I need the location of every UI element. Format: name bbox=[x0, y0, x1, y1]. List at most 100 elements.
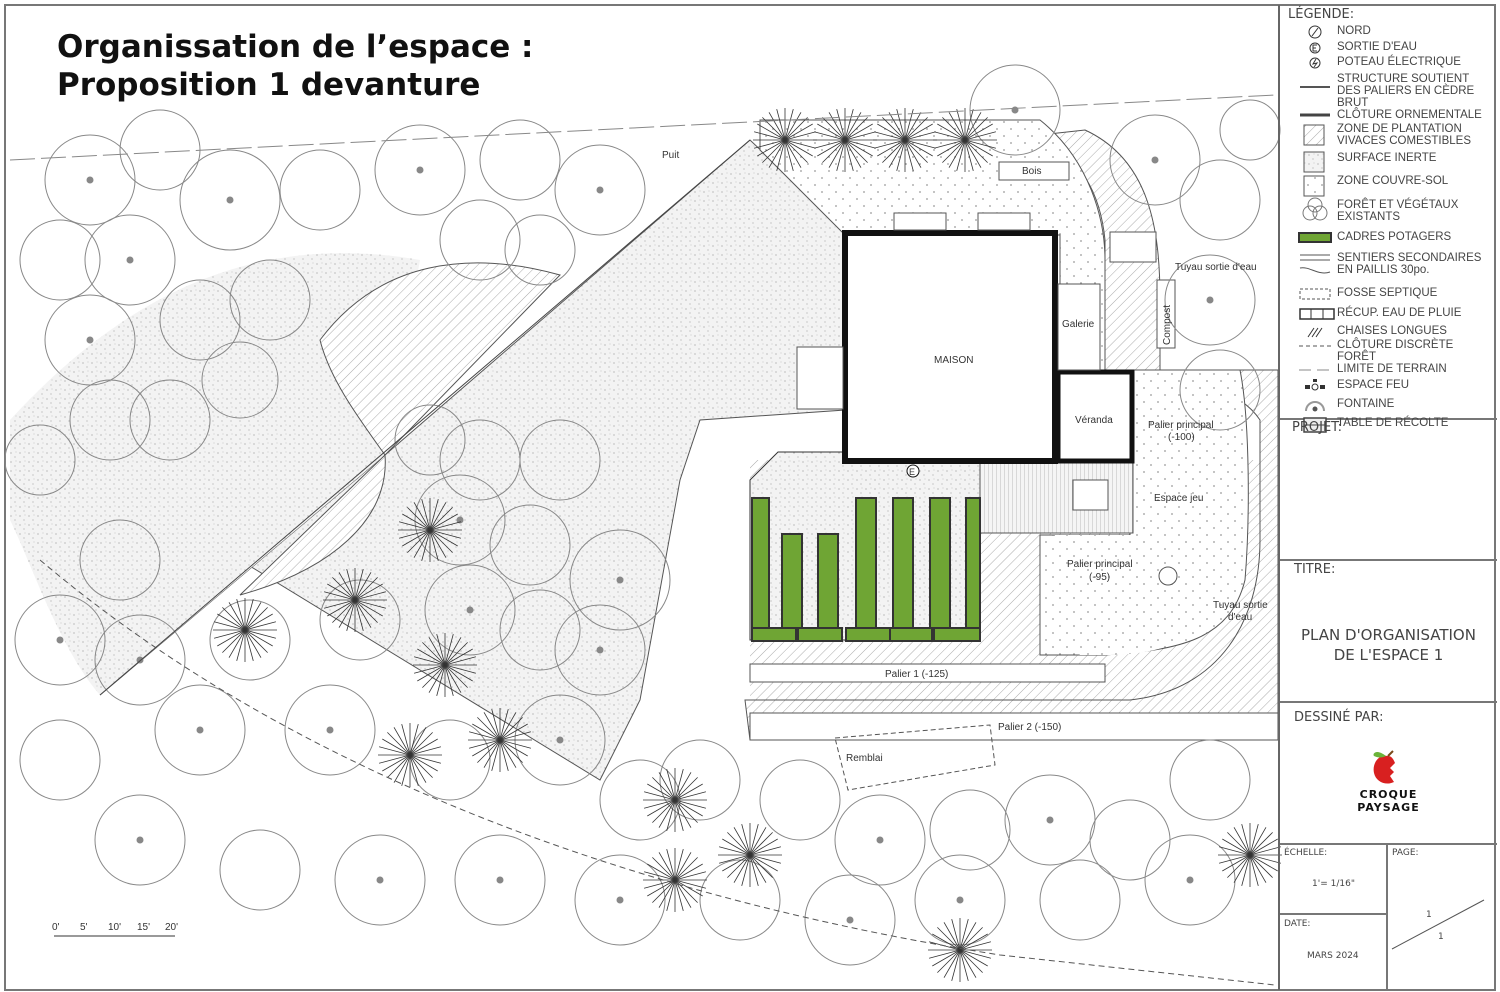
logo-text-1: CROQUE bbox=[1359, 788, 1418, 801]
page-section: PAGE: 1 1 bbox=[1388, 844, 1497, 990]
tree-trunk bbox=[416, 166, 424, 174]
tree-canopy bbox=[374, 124, 466, 216]
garden-bed bbox=[845, 627, 891, 642]
croque-paysage-logo bbox=[1373, 750, 1395, 784]
garden-beds bbox=[751, 497, 981, 642]
house-label: MAISON bbox=[934, 355, 973, 366]
tree-canopy bbox=[574, 854, 666, 946]
west-stairs bbox=[796, 346, 844, 410]
legend-item: FOSSE SEPTIQUE bbox=[1280, 287, 1497, 307]
water-pipe-label-2b: d'eau bbox=[1228, 612, 1252, 623]
legend-label: FOSSE SEPTIQUE bbox=[1337, 287, 1438, 299]
date-label: DATE: bbox=[1284, 919, 1311, 929]
green-bed-icon bbox=[1298, 232, 1332, 243]
legend-item: STRUCTURE SOUTIENT DES PALIERS EN CÈDRE … bbox=[1280, 73, 1497, 109]
rain-barrels-2 bbox=[977, 212, 1031, 231]
diagonal-driveway-edge bbox=[99, 139, 751, 696]
tree-trunk bbox=[56, 636, 64, 644]
tree-canopy bbox=[179, 149, 281, 251]
tree-trunk bbox=[1011, 106, 1019, 114]
planting-arc-left bbox=[319, 262, 561, 456]
veranda-walls bbox=[1055, 369, 1135, 464]
tree-trunk bbox=[1151, 156, 1159, 164]
tree-circles-icon bbox=[1302, 197, 1328, 221]
legend-label: TABLE DE RÉCOLTE bbox=[1337, 417, 1449, 429]
scale-label: ÉCHELLE: bbox=[1284, 848, 1328, 858]
tree-trunk bbox=[196, 726, 204, 734]
conifer-icon bbox=[928, 918, 992, 982]
legend-item: RÉCUP. EAU DE PLUIE bbox=[1280, 307, 1497, 325]
dashed-box-icon bbox=[1299, 288, 1331, 300]
deck bbox=[979, 462, 1134, 534]
tree-canopy bbox=[19, 219, 101, 301]
tree-canopy bbox=[969, 64, 1061, 156]
legend-item: SURFACE INERTE bbox=[1280, 151, 1497, 175]
conifer-icon bbox=[413, 633, 477, 697]
garden-bed bbox=[933, 627, 981, 642]
legend-label: CLÔTURE DISCRÈTE FORÊT bbox=[1337, 339, 1454, 363]
logo-text-2: PAYSAGE bbox=[1357, 801, 1420, 814]
conifer-icon bbox=[933, 108, 997, 172]
water-pipe-label-1: Tuyau sortie d'eau bbox=[1175, 262, 1257, 273]
tree-canopy bbox=[4, 424, 76, 496]
tree-canopy bbox=[1109, 114, 1201, 206]
conifer-icon bbox=[468, 708, 532, 772]
wood-label: Bois bbox=[1022, 166, 1041, 177]
thick-line-icon bbox=[1300, 113, 1330, 117]
garden-bed bbox=[781, 533, 803, 629]
tree-canopy bbox=[14, 594, 106, 686]
legend-label: RÉCUP. EAU DE PLUIE bbox=[1337, 307, 1462, 319]
well-label: Puit bbox=[662, 150, 679, 161]
landing-1-path bbox=[749, 663, 1106, 683]
conifer-icon bbox=[873, 108, 937, 172]
tree-trunk bbox=[956, 896, 964, 904]
legend-label: NORD bbox=[1337, 25, 1371, 37]
tree-canopy bbox=[554, 144, 646, 236]
tree-canopy bbox=[504, 214, 576, 286]
tree-canopy bbox=[209, 599, 291, 681]
tree-trunk bbox=[376, 876, 384, 884]
tree-trunk bbox=[466, 606, 474, 614]
house-walls bbox=[842, 230, 1058, 464]
tree-trunk bbox=[496, 876, 504, 884]
title-line-2: Proposition 1 devanture bbox=[57, 67, 481, 103]
title-section: TITRE: PLAN D'ORGANISATION DE L'ESPACE 1 bbox=[1280, 560, 1497, 703]
tree-trunk bbox=[326, 726, 334, 734]
veranda-label: Véranda bbox=[1075, 415, 1113, 426]
landing-2-label: Palier 2 (-150) bbox=[998, 722, 1061, 733]
tree-canopy bbox=[129, 379, 211, 461]
tree-canopy bbox=[44, 134, 136, 226]
compost-bin bbox=[1156, 279, 1176, 349]
tree-canopy bbox=[1179, 349, 1261, 431]
rain-barrel-icon bbox=[1299, 308, 1335, 320]
legend-item: ESPACE FEU bbox=[1280, 379, 1497, 398]
tree-canopy bbox=[229, 259, 311, 341]
tree-canopy bbox=[1219, 99, 1281, 161]
drawn-by-label: DESSINÉ PAR: bbox=[1294, 710, 1384, 725]
legend-item: CHAISES LONGUES bbox=[1280, 325, 1497, 339]
conifer-icon bbox=[323, 568, 387, 632]
wood-storage bbox=[998, 161, 1070, 181]
tree-canopy bbox=[414, 474, 506, 566]
tree-canopy bbox=[1144, 834, 1236, 926]
landing-main-95-label: Palier principal bbox=[1067, 559, 1133, 570]
tree-trunk bbox=[1046, 816, 1054, 824]
tree-canopy bbox=[334, 834, 426, 926]
tree-canopy bbox=[394, 404, 466, 476]
tree-canopy bbox=[699, 859, 781, 941]
landing-main-95 bbox=[1040, 535, 1215, 655]
title-label: TITRE: bbox=[1294, 562, 1336, 577]
legend-item: LIMITE DE TERRAIN bbox=[1280, 363, 1497, 379]
project-label: PROJET: bbox=[1292, 420, 1343, 435]
tree-trunk bbox=[616, 576, 624, 584]
electric-pole-icon bbox=[1309, 57, 1321, 69]
tree-trunk bbox=[846, 916, 854, 924]
tree-trunk bbox=[136, 836, 144, 844]
tree-trunk bbox=[1186, 876, 1194, 884]
garden-bed bbox=[797, 627, 843, 642]
dashed-line-icon bbox=[1299, 345, 1332, 347]
garden-bed bbox=[751, 627, 797, 642]
tree-trunk bbox=[86, 176, 94, 184]
tree-canopy bbox=[79, 519, 161, 601]
